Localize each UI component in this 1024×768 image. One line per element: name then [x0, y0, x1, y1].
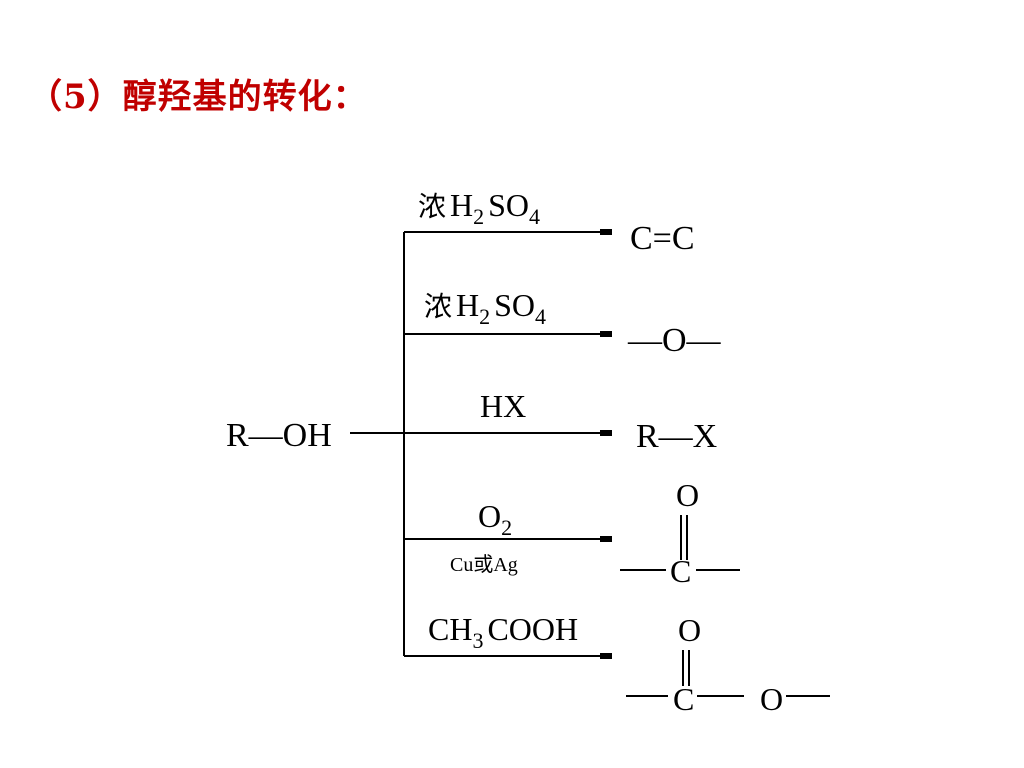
reagent-text: 浓	[424, 290, 452, 323]
reactant-label: R—OH	[226, 417, 332, 454]
arrow-head	[600, 229, 612, 235]
reagent-subscript: 4	[529, 204, 540, 229]
reagent-subscript: 2	[479, 304, 490, 329]
reagent-subscript: 4	[535, 304, 546, 329]
reagent-text: HX	[480, 388, 526, 424]
product-alkyl-halide: R—X	[636, 418, 717, 455]
reaction-halide: HX R—X	[404, 388, 717, 455]
reagent-text: 浓	[418, 190, 446, 223]
condition-label: Cu或Ag	[450, 553, 518, 576]
arrow-head	[600, 430, 612, 436]
ester-carbonyl-oxygen: O	[678, 612, 701, 648]
arrow-head	[600, 331, 612, 337]
reagent-subscript: 2	[473, 204, 484, 229]
ester-oxygen: O	[760, 681, 783, 717]
reagent-text: O	[478, 498, 501, 534]
arrow-head	[600, 653, 612, 659]
reagent-text: CH	[428, 611, 472, 647]
product-alkene: C=C	[630, 220, 695, 257]
reagent-label: O2	[478, 498, 512, 540]
product-ether: —O—	[627, 322, 722, 359]
reagent-subscript: 3	[472, 628, 483, 653]
carbonyl-oxygen: O	[676, 477, 699, 513]
slide-title: （5）醇羟基的转化：	[28, 77, 368, 117]
reaction-carbonyl: O2 Cu或Ag O C	[404, 477, 740, 589]
reagent-text: SO	[494, 287, 535, 323]
reagent-label: HX	[480, 388, 526, 424]
ester-carbon: C	[673, 681, 694, 717]
reagent-subscript: 2	[501, 515, 512, 540]
arrow-head	[600, 536, 612, 542]
reagent-text: SO	[488, 187, 529, 223]
reagent-text: H	[456, 287, 479, 323]
reagent-text: COOH	[487, 611, 578, 647]
reagent-text: H	[450, 187, 473, 223]
carbonyl-carbon: C	[670, 553, 691, 589]
